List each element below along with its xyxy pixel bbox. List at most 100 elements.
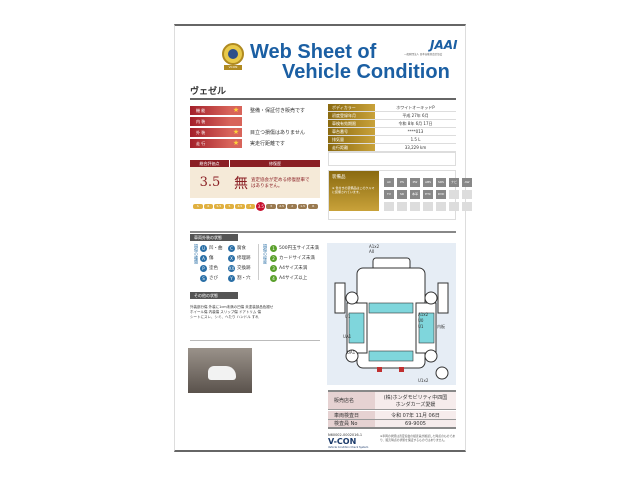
damage-type-text: 交換跡 [237, 266, 251, 271]
evaluation-text: 実走行距離です [250, 140, 286, 147]
damage-code-icon: A [200, 254, 207, 262]
evaluation-label: 内 装 [190, 116, 230, 126]
equipment-item: PW [410, 178, 420, 187]
spec-row: 初度登録年月平成 27年 6月 [328, 112, 456, 120]
equipment-item [384, 202, 394, 211]
divider [190, 340, 320, 341]
sheet-code: N60002-0002016-1 [328, 433, 363, 437]
spec-label: ボディカラー [328, 104, 375, 111]
spec-value: 平成 27年 6月 [402, 113, 429, 118]
evaluation-label: 機 能 [190, 105, 230, 115]
equipment-item [449, 202, 459, 211]
vcon-logo [222, 43, 244, 65]
equipment-item: TV [384, 190, 394, 199]
damage-code-icon: P [200, 264, 207, 272]
shop-label: 販売店名 [328, 392, 375, 409]
damage-type-text: 腐食 [237, 246, 246, 251]
vcon-logo-ribbon: VCON [224, 65, 242, 70]
inspector-label: 検査員 No [328, 420, 375, 427]
vehicle-photo[interactable] [188, 348, 252, 393]
star-icon: ★ [230, 138, 242, 148]
vehicle-name: ヴェゼル [190, 87, 227, 97]
equipment-item: ABS [423, 178, 433, 187]
equipment-note: ※ 色付きの装備品はこのクルマに装備されています。 [332, 186, 375, 194]
damage-type-text: 割・穴 [237, 276, 251, 281]
damage-type-text: 凹・曲 [209, 246, 223, 251]
divider [190, 98, 456, 100]
spec-value: ホワイトオーキッドP [396, 105, 435, 110]
diagram-damage-label: UA1 [343, 334, 352, 339]
scale-step: 3.5 [256, 201, 266, 211]
diagram-damage-label: 内板 [437, 324, 445, 329]
evaluation-row: 外 装★目立つ損傷はありません [190, 127, 320, 137]
spec-blank [328, 152, 456, 166]
spec-row: 車台番号****013 [328, 128, 456, 136]
damage-degree-text: カードサイズ未満 [279, 256, 315, 261]
equipment-item: DVD [436, 190, 446, 199]
equipment-item: AC [384, 178, 394, 187]
evaluation-text: 目立つ損傷はありません [250, 129, 305, 136]
inspection-date-value: 令和 07年 11月 06日 [375, 411, 456, 419]
spec-label: 走行距離 [328, 144, 375, 151]
legend-heading: 車両外装の状態 [190, 234, 250, 241]
damage-degree-text: A4サイズ未満 [279, 266, 308, 271]
evaluation-text: 整備・保証付き販売です [250, 107, 306, 114]
scale-step: 2 [287, 203, 297, 209]
spec-row: 車検有効期限令和 8年 6月 17日 [328, 120, 456, 128]
scale-step: R [308, 203, 319, 209]
jaai-subtitle: 一般財団法人 日本自動車査定協会 [404, 53, 443, 56]
inspector-value: 69-9005 [375, 420, 456, 427]
diagram-damage-label: U0 [418, 318, 424, 323]
divider [190, 231, 456, 233]
other-remark-line: 外装部分傷 外装に1cm未満の凹傷 未塗装部品色褪せ [190, 305, 274, 309]
diagram-damage-label: U1x2 [418, 378, 429, 383]
repair-header: 修復歴 [269, 161, 281, 166]
spec-row: 走行距離 33,229 km [328, 144, 456, 152]
star-icon [230, 116, 242, 126]
spec-label: 排気量 [328, 136, 375, 143]
inspection-date-label: 車両検査日 [328, 411, 375, 419]
other-heading: その他の状態 [190, 292, 250, 299]
footer-note: ※車両の状態は査定協会の検査員が確認した時点のものであり、販売時点の状態を保証す… [380, 434, 456, 442]
scale-step: 2.5 [276, 203, 287, 209]
repair-mark: 無 [234, 175, 248, 192]
equipment-item [462, 202, 472, 211]
evaluation-row: 走 行★実走行距離です [190, 138, 320, 148]
equipment-item [397, 202, 407, 211]
spec-value: 33,229 km [404, 145, 427, 150]
spec-label: 車検有効期限 [328, 120, 375, 127]
equipment-item [423, 202, 433, 211]
score-box: 総合評価点 修復歴 3.5 無 査定協会が定める修復歴車ではありません。 [190, 160, 320, 198]
scale-step: 1.5 [297, 203, 308, 209]
equipment-item: PS [397, 178, 407, 187]
spec-row: ボディカラー ホワイトオーキッドP [328, 104, 456, 112]
equipment-item: 本革 [410, 190, 420, 199]
condition-sheet [174, 24, 466, 452]
spec-value: 1.5 L [410, 137, 421, 142]
equipment-item: ナビ [449, 178, 459, 187]
scale-step: 5.5 [214, 203, 224, 209]
diagram-damage-label: A1x2 [418, 312, 429, 317]
diagram-damage-label: A0 [369, 249, 375, 254]
equipment-item: SR [397, 190, 407, 199]
scale-step: 4 [245, 203, 256, 209]
damage-code-icon: Y [228, 274, 235, 282]
degree-code-icon: 1 [270, 244, 277, 252]
damage-code-icon: U [200, 244, 207, 252]
equipment-label: 装備品 [332, 175, 346, 180]
star-icon: ★ [230, 127, 242, 137]
shop-value: (株)ホンダモビリティ中四国 [383, 394, 448, 401]
degree-code-icon: 3 [270, 264, 277, 272]
diagram-damage-label: U1 [345, 314, 351, 319]
title-line1: Web Sheet of [250, 41, 377, 63]
diagram-damage-label: U1 [418, 324, 424, 329]
score-value: 3.5 [199, 175, 221, 190]
